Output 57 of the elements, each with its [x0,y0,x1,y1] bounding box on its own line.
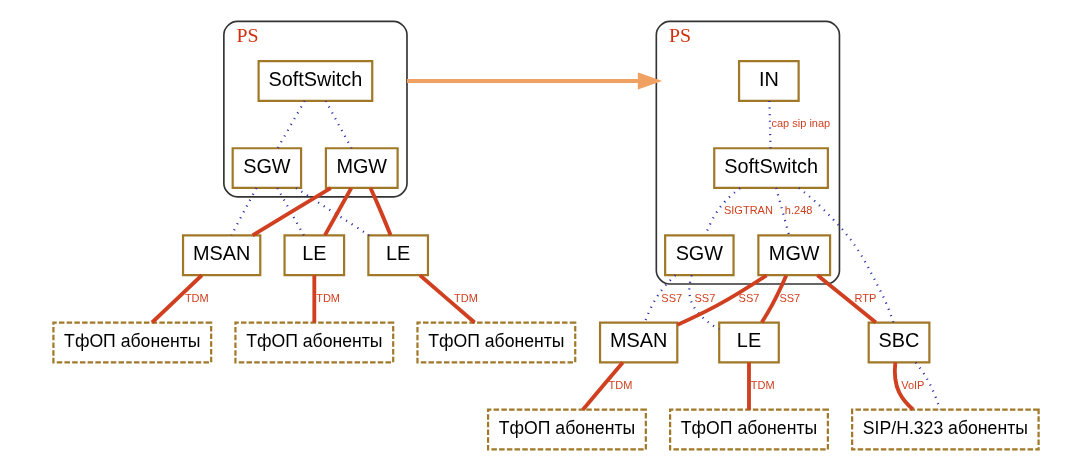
connector [418,273,476,324]
connector [643,274,677,323]
connector [816,273,878,324]
node-box: LE [283,234,346,277]
edge-label: SS7 [779,291,801,304]
connector [312,275,317,323]
edge-label: SS7 [661,291,683,304]
edge-label: SIGTRAN [723,204,773,217]
connector [775,187,791,236]
connector [747,362,751,410]
node-box: MSAN [598,321,679,364]
connector [798,187,895,323]
connector [892,362,915,411]
node-box: SGW [231,147,303,190]
edge-label: TDM [184,291,209,304]
node-box: MGW [324,147,399,190]
connector [688,275,720,331]
edge-label: cap sip inap [771,117,831,130]
node-box: ТфОП абоненты [416,321,577,364]
connector [914,361,942,410]
node-box: SoftSwitch [257,60,374,102]
connector [295,187,370,237]
edge-label: SS7 [694,291,716,304]
node-box: IN [737,60,800,102]
edge-label: h.248 [784,204,813,217]
connector [368,187,393,236]
connector [150,273,204,324]
node-box: ТфОП абоненты [234,321,395,364]
connector [760,274,788,324]
connector [230,187,258,236]
connector [276,187,305,236]
node-box: SIP/H.323 абоненты [851,408,1040,451]
edge-label: RTP [854,291,877,304]
node-box: ТфОП абоненты [52,321,213,364]
connector [251,186,332,237]
node-box: SGW [664,234,735,277]
edge-label: TDM [750,378,775,391]
node-box: LE [718,321,780,364]
node-box: ТфОП абоненты [669,408,829,451]
node-box: LE [367,234,430,277]
connector [323,187,353,237]
connector [768,100,772,149]
node-box: ТфОП абоненты [486,408,647,451]
connector [676,273,768,327]
node-box: SBC [867,321,931,364]
node-box: MSAN [181,234,262,277]
connector [324,100,353,149]
arrow [407,72,663,90]
connector [276,100,306,149]
edge-label: SS7 [738,291,760,304]
connector [581,361,625,411]
node-box: MGW [757,234,832,277]
edge-label: TDM [316,291,341,304]
edge-label: TDM [454,291,478,304]
node-box: SoftSwitch [713,147,829,190]
edge-label: TDM [608,378,633,391]
edge-label: VoIP [901,378,925,391]
